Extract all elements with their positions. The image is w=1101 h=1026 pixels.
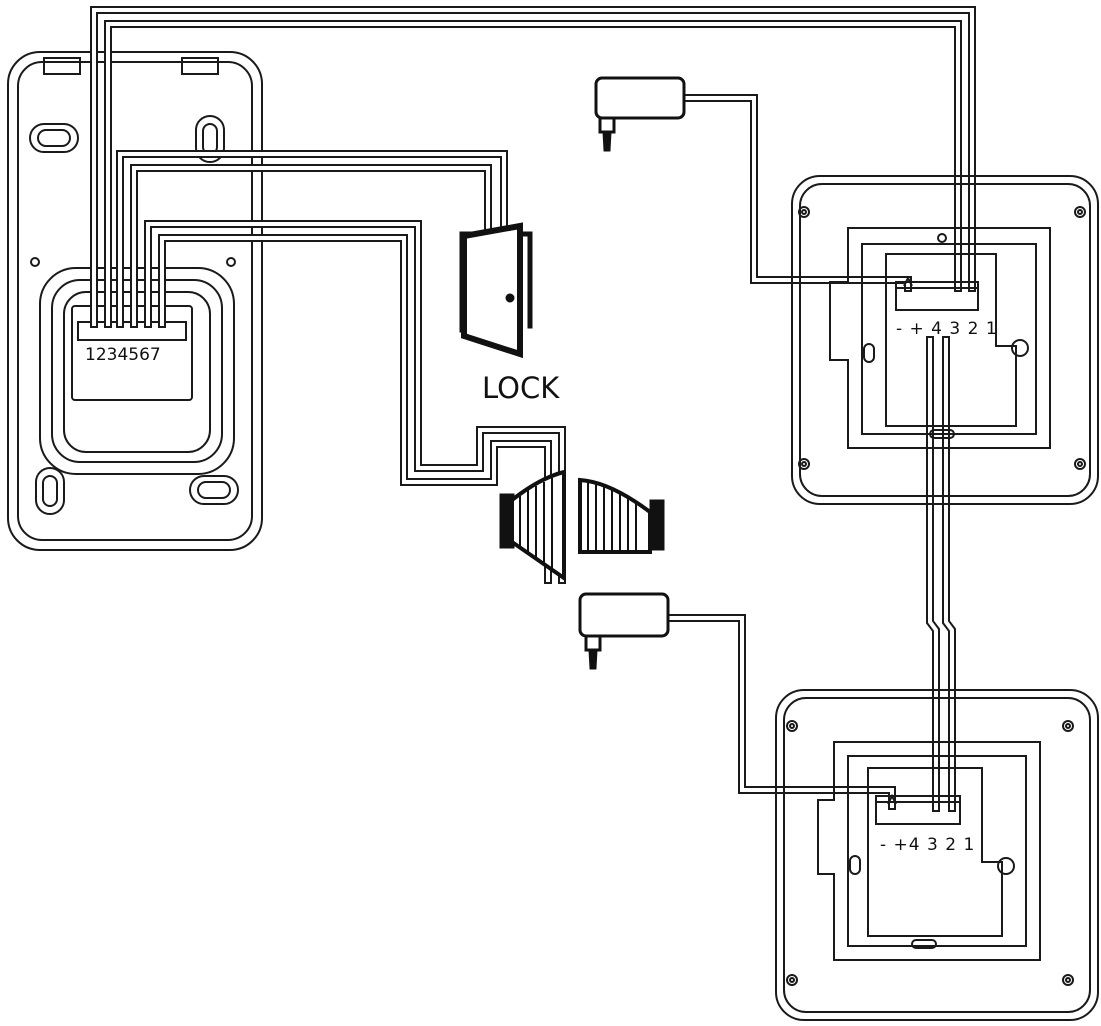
monitor-1-inner-frame (799, 183, 1091, 497)
outdoor-unit-tab-left (43, 57, 81, 75)
screw-hole-right (226, 257, 236, 267)
monitor-1-bracket (829, 227, 1051, 449)
outdoor-unit-inner-frame (17, 61, 253, 541)
outdoor-terminal-numbers: 1234567 (85, 345, 161, 365)
wire-monitor-1-to-monitor-2 (926, 336, 956, 812)
mount-slot-bottom-right (189, 475, 239, 505)
mount-slot-bottom-left (35, 467, 65, 515)
monitor-1-terminal-block (895, 281, 979, 311)
mount-slot-top-left (29, 123, 79, 153)
wire-adapter-1-to-monitor-1 (680, 94, 912, 292)
gate-icon (499, 469, 665, 582)
monitor-2-outer-frame (775, 689, 1099, 1021)
monitor-2-terminal-labels: - +4 3 2 1 (880, 835, 975, 855)
monitor-2-back (775, 689, 1099, 1021)
outdoor-unit-outer-frame (7, 51, 263, 551)
monitor-1-outer-frame (791, 175, 1099, 505)
monitor-1-terminal-labels: - + 4 3 2 1 (896, 319, 998, 339)
wire-adapter-2-to-monitor-2 (664, 614, 896, 810)
monitor-1-back (791, 175, 1099, 505)
monitor-2-cutout (867, 767, 1003, 937)
wires (90, 6, 976, 812)
power-adapter-2-icon (578, 592, 670, 670)
screw-hole-left (30, 257, 40, 267)
outdoor-unit (7, 51, 263, 551)
wire-outdoor-to-gate (144, 220, 566, 584)
power-adapter-1-icon (594, 76, 686, 152)
gate-right-leaf (578, 477, 665, 554)
monitor-1-cutout (885, 253, 1017, 427)
gate-left-leaf (499, 469, 566, 582)
wire-outdoor-to-monitor-1 (90, 6, 976, 328)
terminal-connections (887, 275, 913, 805)
door-lock-icon (459, 222, 533, 359)
monitor-2-inner-frame (783, 697, 1091, 1013)
lock-label: LOCK (482, 371, 560, 405)
outdoor-unit-tab-right (181, 57, 219, 75)
wire-outdoor-to-lock (116, 150, 508, 328)
monitor-2-terminal-block (875, 795, 961, 825)
monitor-2-bracket (817, 741, 1041, 961)
